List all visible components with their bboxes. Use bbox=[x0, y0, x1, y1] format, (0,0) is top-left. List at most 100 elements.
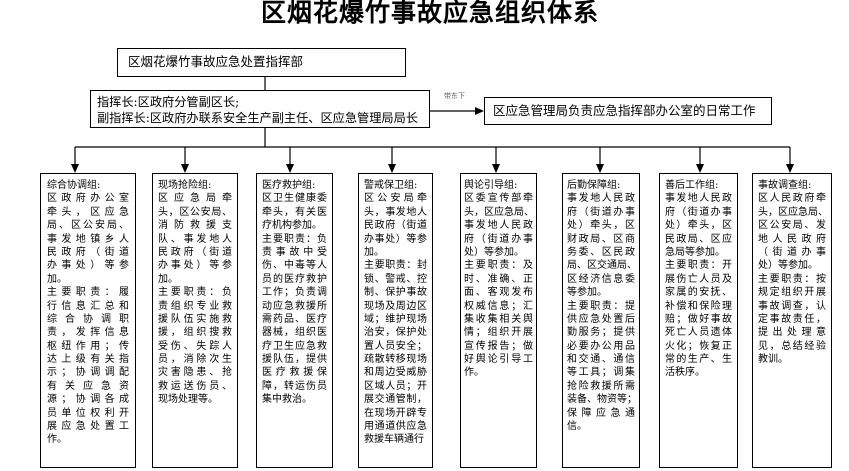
group-text-line: 达上级有关指 bbox=[47, 354, 129, 366]
group-box-accident-investigation: 事故调查组: 区人民政府牵头，区应急局、区公安局、发地人民政府（街道办事处）等参… bbox=[752, 173, 832, 468]
group-text-line: 受伤、失踪人 bbox=[158, 340, 232, 352]
group-text-line: 消防救援支 bbox=[158, 220, 232, 232]
group-text-line: 员的医疗救护 bbox=[262, 273, 327, 285]
group-text-line: 办事处）等参 bbox=[47, 260, 129, 272]
group-text-line: 事发地人民政 bbox=[567, 193, 635, 205]
group-text-line: 灾害隐患、抢 bbox=[158, 367, 232, 379]
group-text-line: 域；维护现场 bbox=[364, 313, 427, 325]
group-text-line: 等参加。 bbox=[567, 287, 607, 299]
group-text-line: 集中救治。 bbox=[262, 394, 312, 406]
group-text-line: 示；协调调配 bbox=[47, 367, 129, 379]
group-body: 区卫生健康委牵头，有关医疗机构参加。主要职责：负责事故中受伤、中毒等人员的医疗救… bbox=[262, 192, 327, 406]
leadership-box: 指挥长:区政府分管副区长; 副指挥长:区政府办联系安全生产副主任、区应急管理局局… bbox=[90, 90, 430, 128]
group-text-line: 牵头，区应急 bbox=[47, 206, 129, 218]
group-text-line: 疏散转移现场 bbox=[364, 354, 427, 366]
group-text-line: 集收集相关舆 bbox=[464, 313, 533, 325]
group-title: 舆论引导组: bbox=[464, 180, 518, 191]
group-lead-paragraph: 事发地人民政府（街道办事处）牵头，区财政局、区商务委、区民政局、区交通局、区经济… bbox=[567, 192, 637, 299]
group-text-line: 供应急处置后 bbox=[567, 313, 635, 325]
group-text-line: 源；协调各成 bbox=[47, 394, 129, 406]
group-text-line: 等工具；调集 bbox=[567, 367, 635, 379]
group-duties-paragraph: 主要职责：开展伤亡人员及家属的安抚、补偿和保险理赔；做好事故死亡人员遗体火化；恢… bbox=[665, 259, 732, 380]
group-box-medical-rescue: 医疗救护组: 区卫生健康委牵头，有关医疗机构参加。主要职责：负责事故中受伤、中毒… bbox=[256, 173, 333, 468]
group-text-line: 事发地镇乡人 bbox=[47, 233, 129, 245]
group-box-security-guard: 警戒保卫组: 区公安局牵头，事发地人民政府（街道办事处）等参加。主要职责：封锁、… bbox=[358, 173, 433, 468]
group-text-line: 提出处理意 bbox=[758, 327, 826, 339]
group-text-line: 区卫生健康委 bbox=[262, 193, 327, 205]
group-text-line: 救援车辆通行 bbox=[364, 434, 424, 446]
group-duties-paragraph: 主要职责：按规定组织开展事故调查，认定事故责任，提出处理意见，总结经验教训。 bbox=[758, 273, 826, 367]
group-text-line: 规定组织开展 bbox=[758, 287, 826, 299]
group-text-line: 有关应急资 bbox=[47, 380, 129, 392]
group-text-line: 和交通、通信 bbox=[567, 354, 635, 366]
group-text-line: 民政府（街道 bbox=[158, 246, 232, 258]
group-lead-paragraph: 区政府办公室牵头，区应急局、区公安局、事发地镇乡人民政府（街道办事处）等参加。 bbox=[47, 192, 129, 286]
headquarters-box: 区烟花爆竹事故应急处置指挥部 bbox=[117, 48, 406, 77]
group-text-line: 锁、警戒、控 bbox=[364, 273, 427, 285]
group-text-line: 头，区应急局、 bbox=[758, 206, 828, 218]
group-text-line: 加。 bbox=[364, 246, 384, 258]
arrowhead-group-5 bbox=[492, 164, 500, 173]
group-text-line: 伤、中毒等人 bbox=[262, 260, 327, 272]
group-text-line: 主要职责：开 bbox=[665, 260, 732, 272]
group-text-line: 头，区公安局、 bbox=[158, 206, 232, 218]
group-lead-paragraph: 区卫生健康委牵头，有关医疗机构参加。 bbox=[262, 192, 327, 232]
headquarters-label: 区烟花爆竹事故应急处置指挥部 bbox=[128, 54, 304, 69]
group-text-line: 和周边受威胁 bbox=[364, 367, 427, 379]
group-text-line: 头，区应急局、 bbox=[464, 206, 534, 218]
group-text-line: 时、准确、正 bbox=[464, 273, 533, 285]
group-text-line: 置人员安全； bbox=[364, 340, 427, 352]
group-box-on-site-rescue: 现场抢险组: 区应急局牵头，区公安局、消防救援支队、事发地人民政府（街道办事处）… bbox=[152, 173, 238, 468]
group-text-line: 信。 bbox=[567, 421, 587, 433]
group-text-line: 财政局、区商 bbox=[567, 233, 635, 245]
group-text-line: 常的生产、生 bbox=[665, 354, 732, 366]
group-text-line: 用通道供应急 bbox=[364, 421, 427, 433]
group-text-line: 宣传报告；做 bbox=[464, 340, 533, 352]
group-text-line: 勤服务；提供 bbox=[567, 327, 635, 339]
group-text-line: 府（街道办事 bbox=[665, 206, 732, 218]
group-title: 警戒保卫组: bbox=[364, 180, 418, 191]
group-text-line: 好舆论引导工 bbox=[464, 354, 533, 366]
group-title: 事故调查组: bbox=[758, 180, 812, 191]
group-text-line: 处）牵头，区 bbox=[567, 220, 635, 232]
group-text-line: 现场及周边区 bbox=[364, 300, 427, 312]
group-title: 后勤保障组: bbox=[567, 180, 621, 191]
group-text-line: 必要办公用品 bbox=[567, 340, 635, 352]
group-text-line: 区域人员；开 bbox=[364, 380, 427, 392]
group-text-line: 制、保护事故 bbox=[364, 287, 427, 299]
group-body: 区人民政府牵头，区应急局、区公安局、发地人民政府（街道办事处）等参加。主要职责：… bbox=[758, 192, 828, 367]
group-title: 善后工作组: bbox=[665, 180, 719, 191]
group-body: 区委宣传部牵头，区应急局、事发地人民政府（街道办事处）等参加。主要职责：及时、准… bbox=[464, 192, 534, 379]
group-text-line: 办事处）等参 bbox=[364, 233, 427, 245]
group-text-line: 民政府（街道 bbox=[47, 246, 129, 258]
group-text-line: 区公安局牵 bbox=[364, 193, 427, 205]
group-text-line: 加。 bbox=[47, 273, 67, 285]
group-text-line: 作。 bbox=[47, 434, 67, 446]
group-text-line: 面、客观发布 bbox=[464, 287, 533, 299]
group-body: 事发地人民政府（街道办事处）牵头，区民政局、区应急局等参加。主要职责：开展伤亡人… bbox=[665, 192, 732, 379]
group-duties-paragraph: 主要职责：履行信息汇总和综合协调职责，发挥信息枢纽作用；传达上级有关指示；协调调… bbox=[47, 286, 129, 447]
group-text-line: 展交通管制， bbox=[364, 394, 427, 406]
group-text-line: 区委宣传部牵 bbox=[464, 193, 533, 205]
group-text-line: 主要职责：履 bbox=[47, 287, 129, 299]
group-text-line: 加。 bbox=[158, 273, 178, 285]
group-body: 区政府办公室牵头，区应急局、区公安局、事发地镇乡人民政府（街道办事处）等参加。主… bbox=[47, 192, 129, 446]
group-text-line: 障，转运伤员 bbox=[262, 380, 327, 392]
group-text-line: 主要职责：及 bbox=[464, 260, 533, 272]
group-text-line: 需药品、医疗 bbox=[262, 313, 327, 325]
group-text-line: 工作；负责调 bbox=[262, 287, 327, 299]
group-text-line: 头，事发地人 bbox=[364, 206, 427, 218]
group-text-line: 处）等参加。 bbox=[464, 246, 524, 258]
group-text-line: 办事处）等参 bbox=[158, 260, 232, 272]
group-text-line: （街道办事 bbox=[758, 246, 826, 258]
group-lead-paragraph: 事发地人民政府（街道办事处）牵头，区民政局、区应急局等参加。 bbox=[665, 192, 732, 259]
group-text-line: 责组织专业救 bbox=[158, 300, 232, 312]
group-text-line: 援队伍实施救 bbox=[158, 313, 232, 325]
group-lead-paragraph: 区应急局牵头，区公安局、消防救援支队、事发地人民政府（街道办事处）等参加。 bbox=[158, 192, 232, 286]
group-text-line: 权威信息；汇 bbox=[464, 300, 533, 312]
group-text-line: 事发地人民政 bbox=[665, 193, 732, 205]
group-text-line: 展应急处置工 bbox=[47, 421, 129, 433]
group-text-line: 装备、物资等； bbox=[567, 394, 637, 406]
group-text-line: 府（街道办事 bbox=[464, 233, 533, 245]
group-text-line: 保障应急通 bbox=[567, 407, 635, 419]
